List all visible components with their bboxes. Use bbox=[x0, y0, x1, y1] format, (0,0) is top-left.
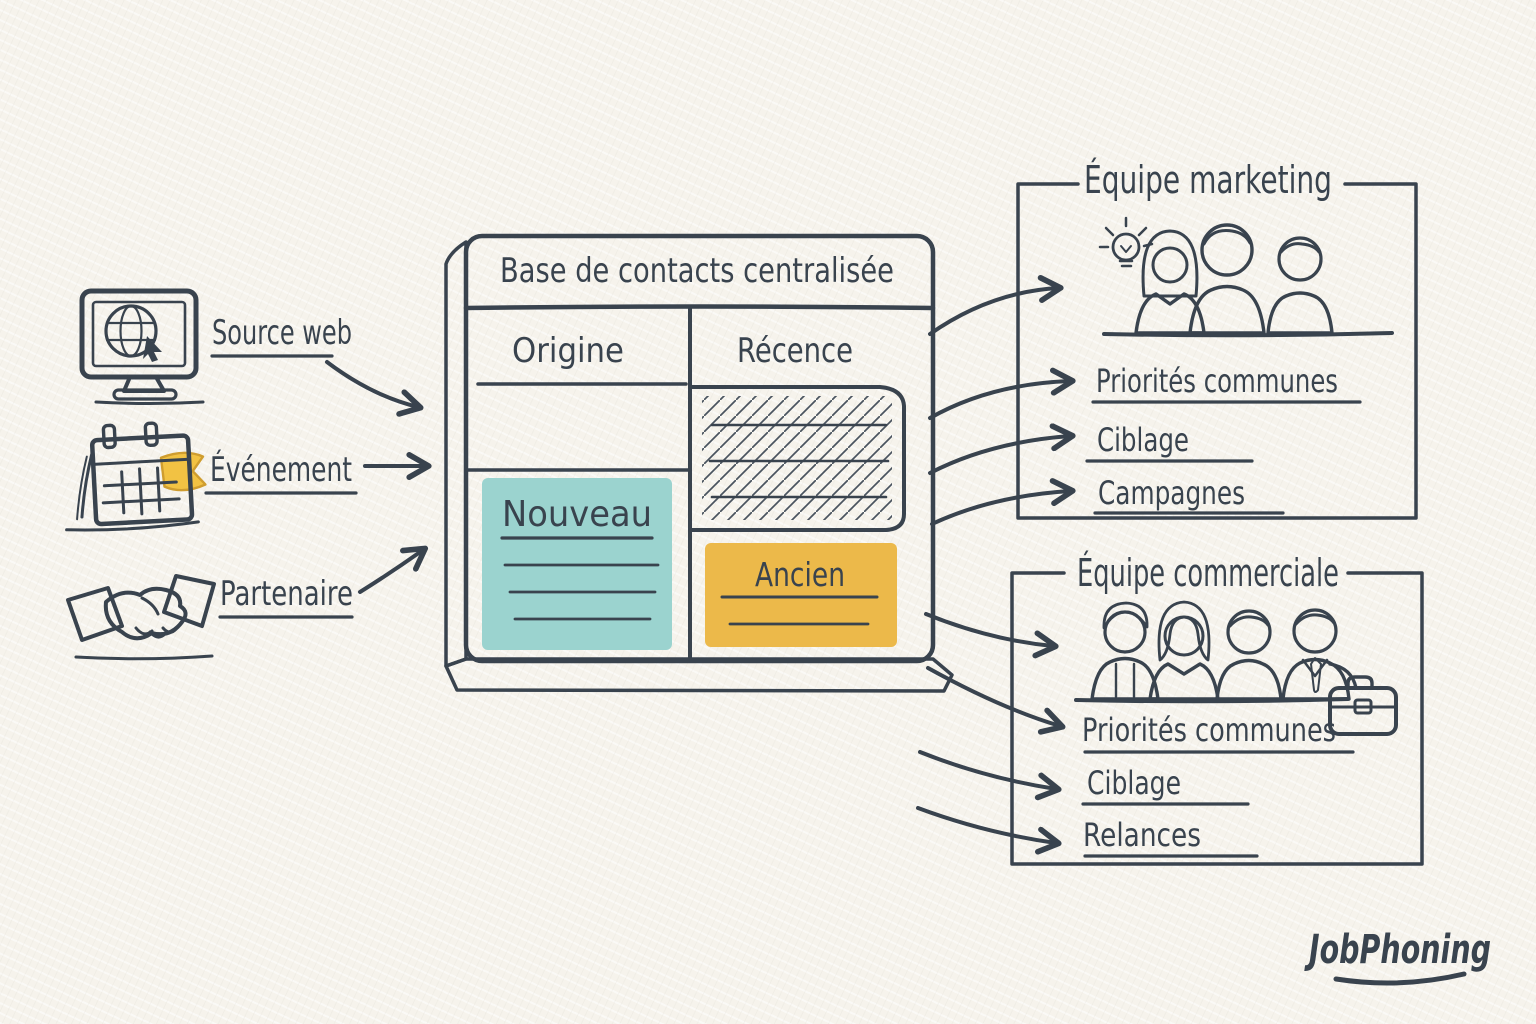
marketing-item-2: Campagnes bbox=[1093, 474, 1285, 515]
source-web-label: Source web bbox=[212, 313, 352, 353]
source-web-row: Source web bbox=[79, 288, 424, 417]
column-header-origine: Origine bbox=[512, 331, 624, 371]
arrow-db-to-marketing-item-1 bbox=[928, 423, 1076, 475]
marketing-frame bbox=[1016, 182, 1418, 520]
note-ancien: Ancien bbox=[705, 543, 897, 647]
note-nouveau-label: Nouveau bbox=[502, 494, 652, 535]
marketing-title: Équipe marketing bbox=[1084, 158, 1332, 202]
sales-title: Équipe commerciale bbox=[1077, 551, 1339, 595]
sales-item-1: Ciblage bbox=[1081, 764, 1250, 806]
note-ancien-label: Ancien bbox=[755, 555, 845, 594]
calendar-icon bbox=[65, 421, 207, 532]
arrow-db-to-sales-item-0 bbox=[926, 666, 1066, 735]
box-left-edge bbox=[444, 240, 468, 668]
sales-item-2: Relances bbox=[1083, 816, 1259, 858]
sales-item-0: Priorités communes bbox=[1082, 711, 1355, 754]
sales-frame bbox=[1010, 571, 1424, 866]
sales-item-label: Relances bbox=[1083, 816, 1201, 854]
sales-item-label: Priorités communes bbox=[1082, 711, 1336, 749]
partenaire-row: Partenaire bbox=[66, 545, 429, 661]
arrow-source-web bbox=[325, 360, 424, 417]
arrow-db-to-marketing-item-0 bbox=[928, 367, 1076, 420]
logo-text: JobPhoning bbox=[1304, 927, 1491, 973]
note-ancien-background bbox=[705, 543, 897, 647]
evenement-row: Événement bbox=[65, 421, 432, 532]
logo: JobPhoning bbox=[1304, 927, 1491, 986]
database-title: Base de contacts centralisée bbox=[500, 251, 894, 291]
recence-panel bbox=[688, 385, 906, 532]
arrow-partenaire bbox=[358, 545, 429, 594]
arrow-db-to-sales-item-2 bbox=[916, 806, 1062, 855]
evenement-label: Événement bbox=[210, 449, 352, 490]
box-bottom-edge bbox=[444, 657, 954, 693]
briefcase-icon bbox=[1328, 675, 1398, 736]
arrow-db-to-marketing-team bbox=[928, 275, 1064, 336]
marketing-team-icon bbox=[1098, 216, 1394, 338]
note-nouveau: Nouveau bbox=[482, 478, 672, 650]
marketing-team-box: Équipe marketing bbox=[1016, 158, 1418, 520]
sales-item-label: Ciblage bbox=[1087, 764, 1181, 802]
partenaire-label: Partenaire bbox=[220, 574, 353, 614]
marketing-item-1: Ciblage bbox=[1085, 421, 1254, 463]
calendar-flag-icon bbox=[159, 451, 207, 492]
marketing-item-label: Priorités communes bbox=[1096, 362, 1338, 400]
arrow-db-to-marketing-item-2 bbox=[930, 478, 1076, 526]
marketing-item-label: Campagnes bbox=[1098, 474, 1245, 512]
arrow-db-to-sales-item-1 bbox=[918, 750, 1062, 801]
title-separator bbox=[463, 304, 936, 311]
sales-team-icon bbox=[1074, 600, 1398, 736]
column-header-recence: Récence bbox=[737, 331, 853, 371]
box-face bbox=[463, 233, 936, 664]
sales-team-box: Équipe commerciale bbox=[1010, 551, 1424, 866]
monitor-globe-icon bbox=[79, 288, 205, 405]
handshake-icon bbox=[66, 574, 216, 661]
marketing-item-0: Priorités communes bbox=[1091, 362, 1362, 404]
logo-underline bbox=[1333, 971, 1467, 986]
marketing-item-label: Ciblage bbox=[1097, 421, 1189, 459]
cursor-icon bbox=[143, 336, 162, 362]
contact-database-box: Base de contacts centralisée Origine Réc… bbox=[444, 233, 954, 693]
arrow-db-to-sales-team bbox=[924, 612, 1059, 659]
